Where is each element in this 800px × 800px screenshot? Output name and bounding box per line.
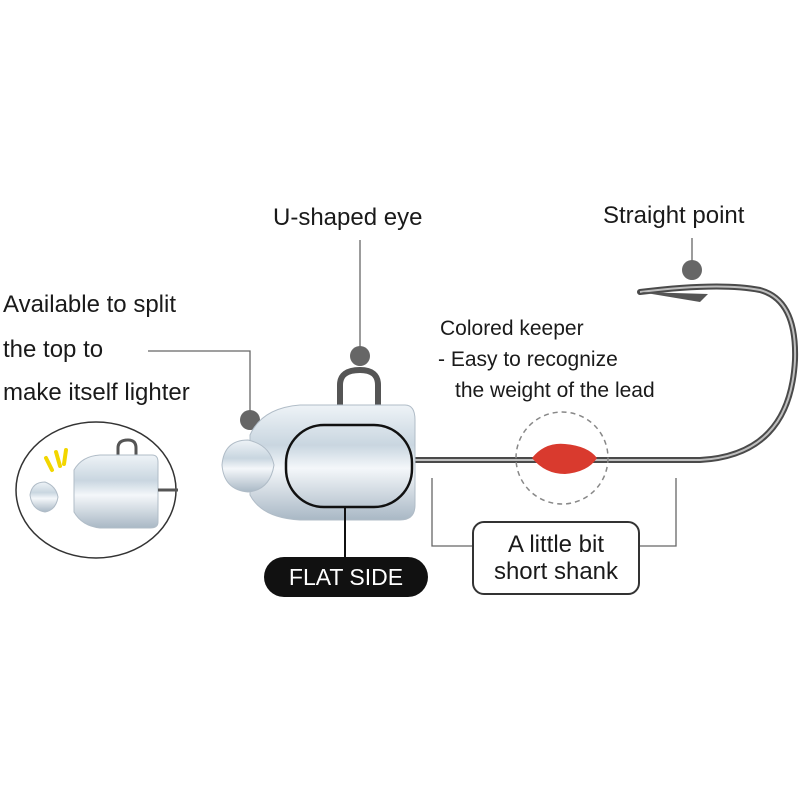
split-dot [240,410,260,430]
split-leader [148,350,251,412]
keeper-line2-label: - Easy to recognize [438,348,618,371]
split-inset [15,421,178,559]
u-eye-wire [337,366,381,420]
keeper-title-label: Colored keeper [440,317,584,340]
shank-label-line1: A little bit [507,531,605,558]
u-eye-label: U-shaped eye [273,204,423,231]
shank-label-line2: short shank [493,558,619,585]
point-dot [682,260,702,280]
splittable-top [221,439,275,493]
keeper-highlight-circle [515,411,609,505]
split-label-line1: Available to split [3,291,176,318]
lead-head [221,404,416,558]
hook [402,283,799,463]
hook-barb [640,292,708,302]
split-label-line3: make itself lighter [3,379,190,406]
u-eye-dot [350,346,370,366]
snap-marks [44,448,68,472]
flat-side-outline [284,423,414,509]
colored-keeper [532,443,597,474]
shank-bracket-right [640,478,677,547]
split-label-line2: the top to [3,336,104,363]
shank-bracket-left [431,478,472,547]
keeper-line3-label: the weight of the lead [455,379,655,402]
flat-side-badge: FLAT SIDE [264,557,428,597]
short-shank-callout: A little bit short shank [472,521,640,595]
straight-point-label: Straight point [603,202,745,229]
leader-lines [148,238,693,547]
